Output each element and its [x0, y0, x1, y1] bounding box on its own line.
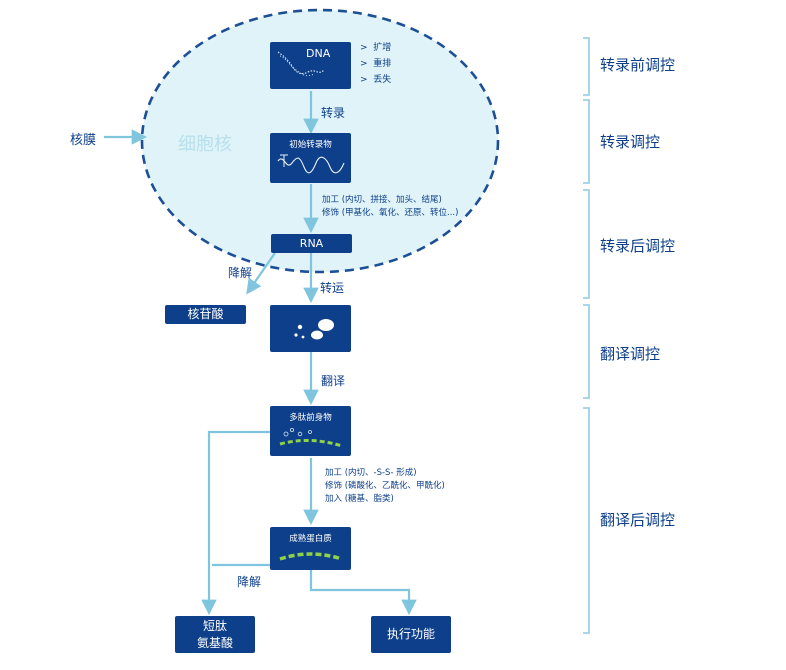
protein-processing-note-2: 修饰 (磷酸化、乙酰化、甲酰化): [325, 481, 445, 491]
chevron-right-icon: >: [360, 75, 368, 85]
stage-translational: 翻译调控: [600, 345, 661, 363]
rna-title: RNA: [299, 237, 324, 250]
protein-processing-note-1: 加工 (内切、-S-S- 形成): [325, 468, 417, 478]
mature-protein-title: 成熟蛋白质: [289, 534, 332, 544]
dna-title: DNA: [306, 47, 331, 60]
short-peptide-box: 短肽 氨基酸: [175, 616, 255, 653]
translation-label: 翻译: [321, 374, 346, 388]
stage-pretranscriptional: 转录前调控: [600, 56, 676, 74]
short-peptide-line2: 氨基酸: [196, 635, 233, 650]
stage-transcriptional: 转录调控: [600, 133, 661, 151]
rna-degradation-label: 降解: [228, 266, 253, 280]
transcription-label: 转录: [321, 106, 346, 120]
rna-processing-note-1: 加工 (内切、拼接、加头、结尾): [322, 195, 442, 205]
rna-processing-note-2: 修饰 (甲基化、氧化、还原、转位...): [322, 208, 459, 218]
stage-brackets: [583, 37, 590, 634]
dna-event-1: > 扩增: [360, 42, 391, 55]
ribosome-icon: [294, 319, 334, 340]
nucleotides-title: 核苷酸: [187, 307, 224, 321]
primary-transcript-box: 初始转录物: [270, 133, 351, 183]
protein-processing-note-3: 加入 (糖基、脂类): [325, 494, 394, 504]
rna-box: RNA: [271, 234, 352, 253]
dna-event-2: > 重排: [360, 58, 391, 71]
folded-protein-icon: [279, 552, 343, 561]
polypeptide-precursor-title: 多肽前身物: [289, 413, 332, 423]
precursor-degradation-path: [201, 430, 270, 616]
chevron-right-icon: >: [360, 43, 368, 53]
polypeptide-precursor-box: 多肽前身物: [270, 406, 351, 456]
transport-label: 转运: [320, 281, 345, 295]
dna-box: DNA: [270, 42, 351, 89]
dna-event-amplification: 扩增: [373, 43, 392, 53]
short-peptide-line1: 短肽: [202, 618, 227, 633]
function-box: 执行功能: [371, 616, 451, 653]
chevron-right-icon: >: [360, 59, 368, 69]
dna-helix-icon: [277, 51, 325, 77]
mature-protein-box: 成熟蛋白质: [270, 527, 351, 570]
membrane-label: 核膜: [70, 133, 97, 148]
nucleotides-box: 核苷酸: [165, 305, 246, 324]
stage-posttranslational: 翻译后调控: [600, 511, 676, 529]
nucleus-label: 细胞核: [178, 134, 232, 155]
cytoplasm-rna-box: [270, 305, 351, 352]
primary-transcript-title: 初始转录物: [289, 140, 332, 150]
dna-event-rearrangement: 重排: [373, 59, 392, 69]
transcript-squiggle-icon: [277, 154, 345, 174]
function-path: [309, 570, 417, 616]
function-title: 执行功能: [386, 627, 435, 641]
stage-posttranscriptional: 转录后调控: [600, 237, 676, 255]
peptide-chain-icon: [279, 427, 343, 448]
protein-degradation-label: 降解: [237, 575, 262, 589]
dna-event-loss: 丢失: [373, 75, 392, 85]
rna-degradation-arrow: [246, 252, 276, 295]
dna-event-3: > 丢失: [360, 74, 391, 87]
